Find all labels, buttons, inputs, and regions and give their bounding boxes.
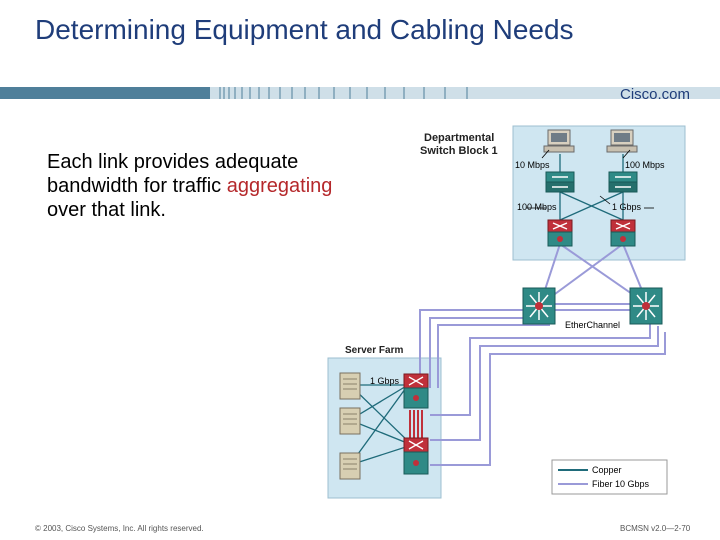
- label-10-mbps: 10 Mbps: [515, 160, 550, 170]
- access-switch-icon: [608, 171, 638, 193]
- network-diagram: Departmental Switch Block 1 10 Mbps 100 …: [327, 125, 686, 499]
- bandwidth-arrows: [526, 149, 654, 209]
- server-icon: [339, 452, 361, 480]
- etherchannel-link: [552, 303, 638, 311]
- core-switch-icon: [522, 287, 556, 325]
- workstation-icon: [606, 129, 638, 153]
- label-100-mbps-uplink: 100 Mbps: [517, 202, 557, 212]
- core-switch-icon: [629, 287, 663, 325]
- body-text-end: over that link.: [47, 199, 166, 221]
- body-text-highlight: aggregating: [226, 175, 333, 197]
- multilayer-switch-icon: [610, 219, 636, 247]
- server-icon: [339, 407, 361, 435]
- fiber-links: [419, 243, 666, 466]
- server-farm-title: Server Farm: [345, 345, 403, 356]
- label-100-mbps-access: 100 Mbps: [625, 160, 665, 170]
- label-server-1-gbps: 1 Gbps: [370, 376, 400, 386]
- server-switch-trunk: [409, 410, 423, 438]
- workstation-icon: [543, 129, 575, 153]
- label-1-gbps-uplink: 1 Gbps: [612, 202, 642, 212]
- access-switch-icon: [545, 171, 575, 193]
- legend-copper-label: Copper: [592, 465, 622, 475]
- switch-block-title-line2: Switch Block 1: [420, 145, 498, 157]
- switch-block-title-line1: Departmental: [424, 132, 494, 144]
- slide-number: BCMSN v2.0—2-70: [620, 524, 691, 533]
- multilayer-switch-icon: [403, 437, 429, 475]
- legend-fiber-label: Fiber 10 Gbps: [592, 479, 650, 489]
- copyright-footer: © 2003, Cisco Systems, Inc. All rights r…: [35, 524, 204, 533]
- body-text: Each link provides adequate bandwidth fo…: [47, 150, 337, 222]
- server-icon: [339, 372, 361, 400]
- label-etherchannel: EtherChannel: [565, 320, 620, 330]
- legend: Copper Fiber 10 Gbps: [551, 459, 668, 495]
- header-band: [0, 87, 720, 99]
- multilayer-switch-icon: [547, 219, 573, 247]
- switch-block-area: [512, 125, 686, 261]
- body-text-start: Each link provides adequate bandwidth fo…: [47, 151, 299, 197]
- cisco-brand-logo: Cisco.com: [620, 86, 691, 103]
- slide-title: Determining Equipment and Cabling Needs: [35, 14, 574, 45]
- multilayer-switch-icon: [403, 373, 429, 409]
